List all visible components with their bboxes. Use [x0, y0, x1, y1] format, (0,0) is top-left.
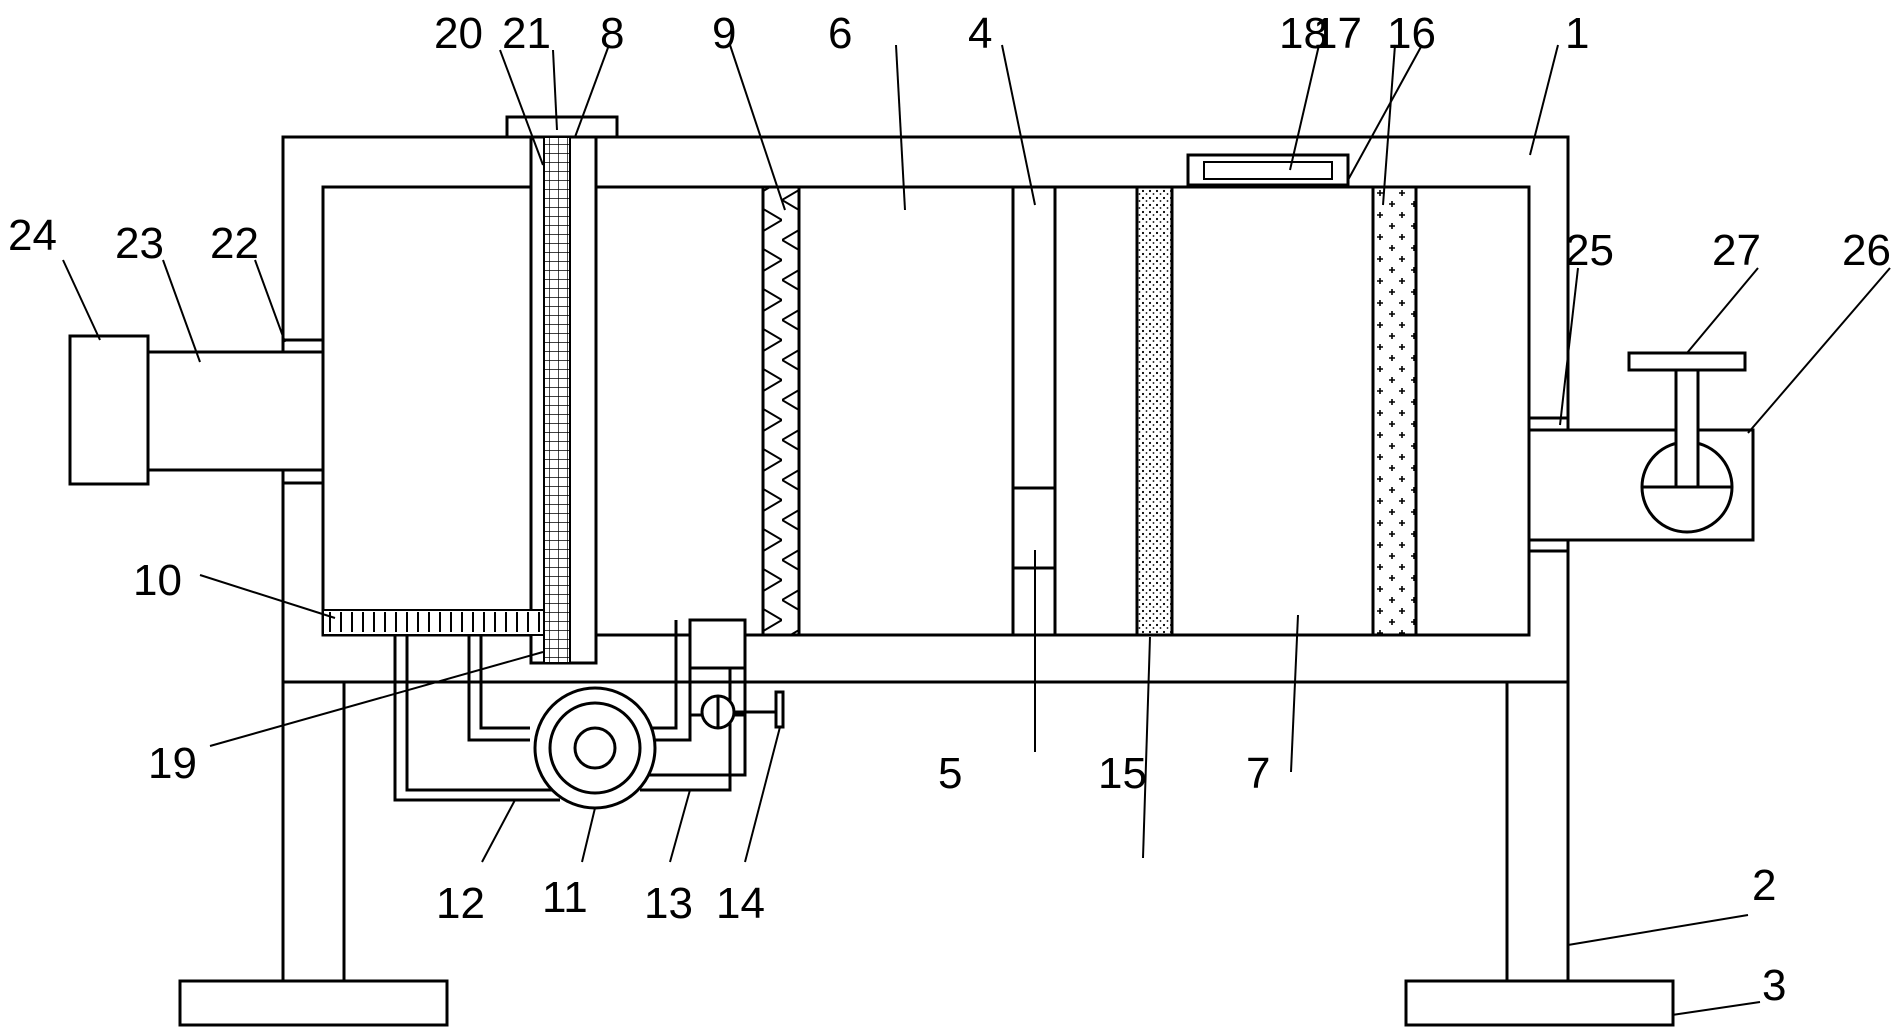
label-22: 22: [210, 219, 259, 268]
label-25: 25: [1565, 226, 1614, 275]
label-19: 19: [148, 739, 197, 788]
filter-layer-plus: [1371, 185, 1418, 637]
label-10: 10: [133, 556, 182, 605]
left-leg: [178, 680, 449, 1027]
label-5: 5: [938, 749, 962, 798]
label-17: 17: [1313, 9, 1362, 58]
label-3: 3: [1762, 961, 1786, 1010]
filter-layer-speckled: [1135, 185, 1174, 637]
label-6: 6: [828, 9, 852, 58]
label-4: 4: [968, 9, 992, 58]
label-16: 16: [1387, 9, 1436, 58]
filter-layer-zigzag: [761, 185, 801, 637]
top-hatch: [1186, 153, 1350, 187]
label-8: 8: [600, 9, 624, 58]
label-11: 11: [542, 873, 588, 922]
label-9: 9: [712, 9, 736, 58]
label-1: 1: [1565, 9, 1589, 58]
valve: [1627, 351, 1747, 534]
leader-lines: [62, 44, 1891, 1016]
vertical-shaft: [529, 135, 598, 665]
label-12: 12: [436, 879, 485, 928]
label-2: 2: [1752, 861, 1776, 910]
callout-labels: 1 2 3 4 5 6 7 8 9 10 11 12 13 14 15 16 1…: [8, 9, 1891, 1010]
label-24: 24: [8, 211, 57, 260]
tooth-strip: [322, 609, 545, 636]
label-26: 26: [1842, 226, 1891, 275]
label-20: 20: [434, 9, 483, 58]
inlet-pipe: [68, 334, 325, 486]
label-7: 7: [1246, 749, 1270, 798]
label-15: 15: [1098, 749, 1147, 798]
right-leg: [1404, 680, 1675, 1027]
label-21: 21: [502, 9, 551, 58]
label-27: 27: [1712, 226, 1761, 275]
label-18: 18: [1279, 9, 1328, 58]
label-14: 14: [716, 879, 765, 928]
label-13: 13: [644, 879, 693, 928]
top-mount: [505, 115, 619, 139]
inner-chamber: [321, 185, 1531, 637]
label-23: 23: [115, 219, 164, 268]
pump: [533, 686, 657, 810]
control-valve: [700, 690, 785, 730]
